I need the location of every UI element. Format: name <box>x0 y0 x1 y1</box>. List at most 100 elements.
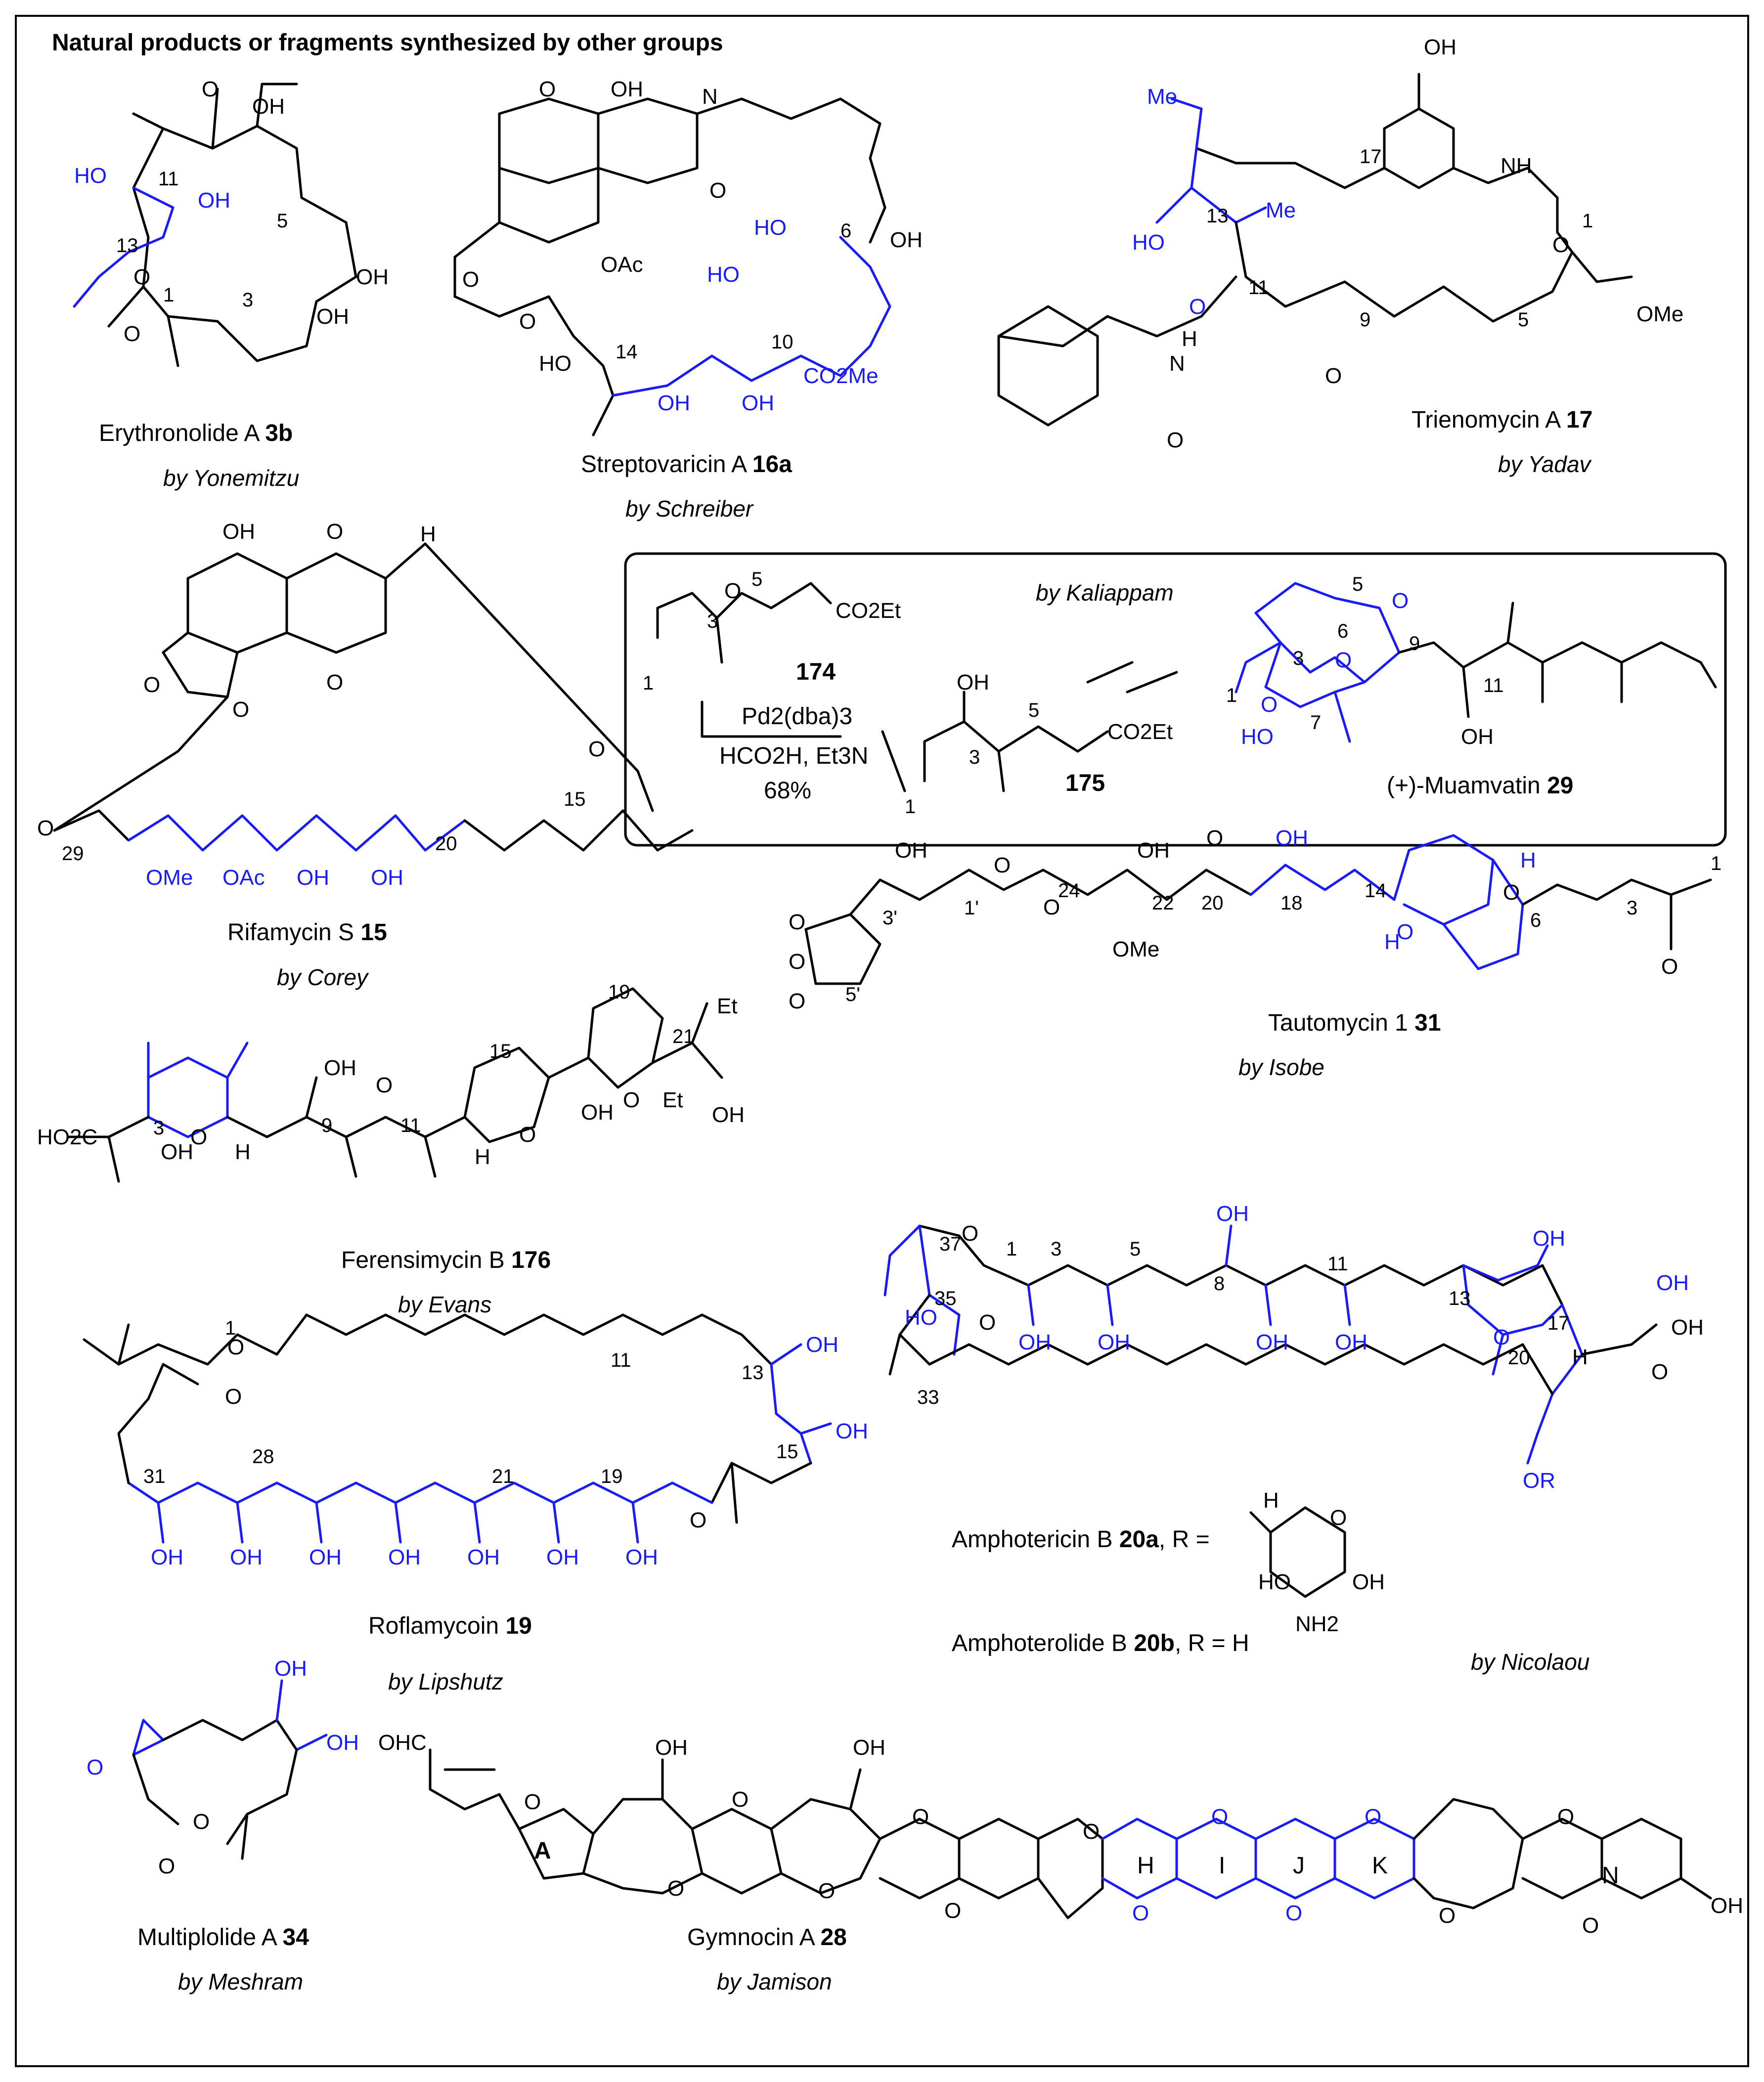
locant: 3 <box>1051 1238 1061 1260</box>
oh-label: OH <box>1533 1226 1565 1251</box>
ferensimycin-structure: HO2C OH O H OH O H O OH O Et Et OH 3 9 1… <box>37 981 745 1183</box>
locant: 1 <box>1582 210 1593 232</box>
oh-label: OH <box>895 838 927 863</box>
locant: 18 <box>1280 892 1303 914</box>
h-label: H <box>235 1140 251 1164</box>
locant: 9 <box>1409 633 1420 654</box>
oh-label: OH <box>658 391 690 415</box>
oh-label: OH <box>836 1419 868 1443</box>
oh-label: OH <box>309 1545 342 1569</box>
compound-name: Rifamycin S 15 <box>227 919 387 946</box>
author-label: by Isobe <box>1238 1054 1324 1080</box>
gymnocin-structure: OHC OH OH O O O O O O O O O O O O O O OH… <box>378 1731 1743 1938</box>
locant: 6 <box>1530 910 1541 931</box>
author-label: by Yadav <box>1498 451 1592 477</box>
rifamycin-structure: OH O O H O O O O OMe OAc OH OH 15 20 29 <box>37 520 694 890</box>
locant: 19 <box>608 981 630 1003</box>
or-label: OR <box>1523 1469 1555 1493</box>
oh-label: OH <box>252 94 285 119</box>
locant: 33 <box>917 1387 939 1408</box>
locant: 3 <box>242 289 253 311</box>
locant: 17 <box>1360 146 1382 168</box>
ring-o: O <box>1582 1913 1599 1938</box>
locant: 5 <box>751 568 762 590</box>
co2et-label: CO2Et <box>836 599 901 623</box>
oh-label: OH <box>546 1545 579 1569</box>
compound-name: Amphotericin B 20a, R = <box>952 1526 1210 1553</box>
nh-label: NH <box>1500 154 1532 178</box>
carbonyl-o: O <box>1661 954 1678 979</box>
carbonyl-o: O <box>1325 364 1342 388</box>
locant: 3 <box>1627 897 1637 919</box>
oh-label: OH <box>356 265 389 289</box>
oh-label: OH <box>371 866 403 890</box>
carbonyl-o: O <box>690 1508 706 1532</box>
carbonyl-o: O <box>789 910 805 934</box>
ho-label: HO <box>707 262 740 287</box>
carbonyl-o: O <box>326 670 343 694</box>
carbonyl-o: O <box>225 1385 242 1409</box>
oh-label: OH <box>957 670 989 694</box>
locant: 3 <box>969 746 980 768</box>
locant: 6 <box>840 220 851 242</box>
h-label: H <box>1520 848 1536 872</box>
locant: 10 <box>771 331 794 353</box>
ring-o: O <box>1365 1805 1381 1829</box>
n-label: N <box>702 85 718 109</box>
locant: 11 <box>1483 675 1504 696</box>
locant: 21 <box>672 1026 695 1047</box>
carbonyl-o: O <box>1552 233 1569 257</box>
ring-o: O <box>133 265 150 289</box>
figure-title: Natural products or fragments synthesize… <box>52 30 723 56</box>
oh-label: OH <box>1461 725 1494 749</box>
author-label: by Nicolaou <box>1471 1649 1589 1675</box>
ring-label: N <box>1602 1863 1619 1889</box>
ring-o: O <box>1335 648 1352 672</box>
ring-o: O <box>190 1125 207 1149</box>
locant: 11 <box>1327 1253 1348 1275</box>
oh-label: OH <box>625 1545 658 1569</box>
locant: 20 <box>1508 1347 1530 1369</box>
locant: 13 <box>116 235 138 257</box>
ring-o: O <box>1083 1820 1100 1844</box>
author-label: by Meshram <box>178 1969 303 1995</box>
locant: 1 <box>905 796 916 818</box>
ester-o: O <box>962 1221 978 1246</box>
carbonyl-o: O <box>994 853 1011 877</box>
locant: 37 <box>939 1233 962 1255</box>
locant: 15 <box>564 788 586 810</box>
oac-label: OAc <box>601 253 643 277</box>
h-label: H <box>420 522 436 546</box>
h-label: H <box>1263 1488 1279 1513</box>
ring-label: K <box>1372 1853 1388 1879</box>
oh-label: OH <box>467 1545 500 1569</box>
oh-label: OH <box>712 1103 745 1127</box>
oh-label: OH <box>1424 35 1456 59</box>
reaction-box <box>624 552 1727 847</box>
author-label: by Schreiber <box>625 496 754 521</box>
author-label: by Evans <box>398 1292 491 1317</box>
carbonyl-o: O <box>124 322 140 346</box>
ho-label: HO <box>1132 230 1165 255</box>
locant: 1 <box>225 1317 236 1339</box>
locant: 24 <box>1058 880 1080 902</box>
oh-label: OH <box>853 1735 885 1760</box>
oh-label: OH <box>581 1100 614 1125</box>
locant: 13 <box>1206 205 1229 227</box>
reagent-line-2: HCO2H, Et3N <box>719 743 868 769</box>
locant: 5 <box>277 210 288 232</box>
ester-o: O <box>1043 895 1060 919</box>
compound-name: Amphoterolide B 20b, R = H <box>952 1630 1249 1656</box>
ring-o: O <box>1397 920 1413 944</box>
ring-o: O <box>1557 1805 1574 1829</box>
oh-label: OH <box>1216 1202 1249 1226</box>
locant: 6 <box>1337 620 1348 642</box>
locant: 3 <box>707 610 718 632</box>
locant: 1 <box>1006 1238 1017 1260</box>
locant: 3' <box>882 907 897 929</box>
compound-name: Tautomycin 1 31 <box>1268 1010 1441 1036</box>
locant: 11 <box>1248 277 1269 299</box>
locant: 14 <box>616 341 638 363</box>
locant: 11 <box>158 168 179 190</box>
